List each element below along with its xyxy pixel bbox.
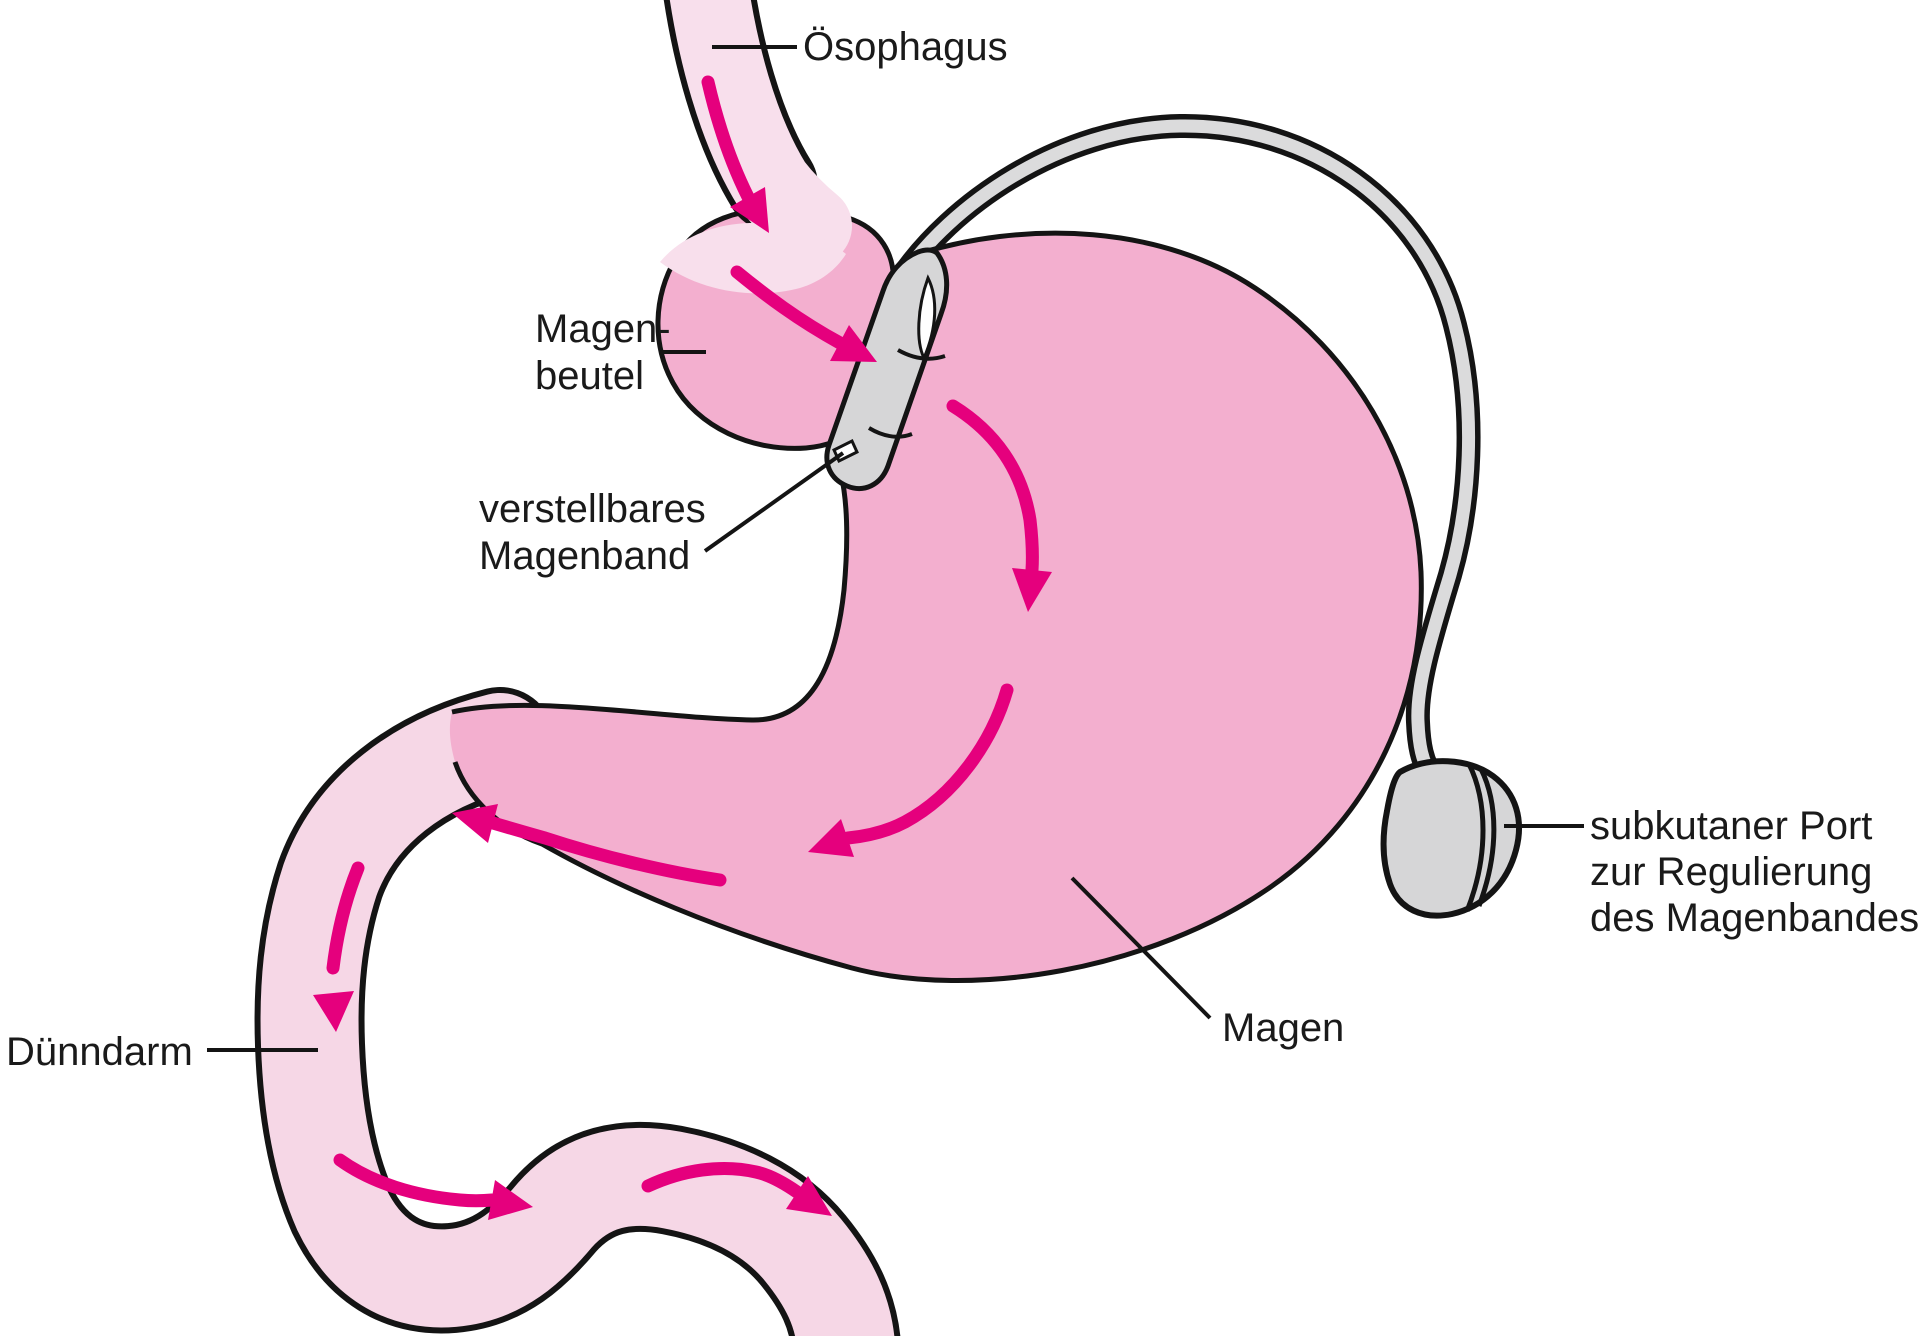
- esophagus-flow-arrow-down: [701, 75, 755, 204]
- stomach-upper-arrowhead-icon: [1012, 568, 1052, 612]
- label-port: subkutaner Port zur Regulierung des Mage…: [1590, 803, 1919, 941]
- stomach-lower-arrowhead-icon: [808, 819, 854, 857]
- label-port-line1: subkutaner Port: [1590, 804, 1873, 848]
- stomach-upper-flow-arrow-down: [946, 399, 1039, 577]
- gastric-band-segment-line-1: [897, 348, 946, 361]
- catheter-tube-fill: [893, 119, 1476, 777]
- catheter-tube: [888, 113, 1481, 782]
- port-crease-line-2: [1476, 767, 1497, 907]
- label-magenbeutel-line2: beutel: [535, 354, 644, 398]
- intestine-flow-arrow-right-2: [641, 1161, 804, 1199]
- esophagus-arrowhead-icon: [730, 187, 769, 233]
- label-magenbeutel-line1: Magen-: [535, 307, 671, 351]
- intestine-arrowhead-icon-1: [488, 1180, 533, 1220]
- intestine-arrowhead-icon-2: [786, 1176, 832, 1216]
- port-body: [1380, 758, 1522, 919]
- label-port-line2: zur Regulierung: [1590, 850, 1873, 894]
- leader-magenband: [703, 451, 845, 553]
- label-duenndarm: Dünndarm: [6, 1030, 193, 1074]
- flow-arrows: [326, 75, 1039, 1208]
- gastric-band-segment-line-2: [867, 426, 913, 439]
- small-intestine-shape: [254, 687, 901, 1336]
- label-magenband-line2: Magenband: [479, 534, 691, 578]
- gastric-band-ring: [824, 247, 950, 491]
- pylorus-arrowhead-icon: [452, 804, 498, 843]
- pylorus-flow-arrow-left: [486, 816, 727, 887]
- label-magenbeutel: Magen- beutel: [535, 306, 671, 400]
- gastric-band: [824, 247, 950, 491]
- leader-magen: [1070, 876, 1212, 1020]
- duodenum-flow-arrow-down: [326, 861, 365, 975]
- esophagus-fill: [669, 0, 852, 266]
- pouch-arrowhead-icon: [830, 325, 877, 362]
- esophagus-pouch-transition: [660, 222, 846, 294]
- duodenum-arrowhead-icon: [313, 991, 354, 1032]
- port-crease-line-1: [1464, 762, 1486, 912]
- label-magen: Magen: [1222, 1006, 1345, 1050]
- subcutaneous-port: [1380, 758, 1522, 919]
- leader-lines: [207, 45, 1584, 1052]
- label-port-line3: des Magenbandes: [1590, 896, 1920, 940]
- stomach-outline: [451, 230, 1424, 984]
- intestine-flow-arrow-right-1: [333, 1153, 499, 1208]
- label-oesophagus: Ösophagus: [803, 25, 1008, 69]
- label-magenband-line1: verstellbares: [479, 487, 706, 531]
- stomach-fill: [449, 233, 1422, 981]
- esophagus-shape: [660, 0, 852, 294]
- flow-arrowheads: [313, 187, 1052, 1220]
- small-intestine-fill: [260, 693, 895, 1336]
- stomach-lower-flow-arrow-down-left: [841, 683, 1014, 845]
- pouch-flow-arrow-toward-band: [730, 265, 847, 350]
- stomach-shape: [449, 230, 1424, 984]
- label-magenband: verstellbares Magenband: [479, 486, 706, 580]
